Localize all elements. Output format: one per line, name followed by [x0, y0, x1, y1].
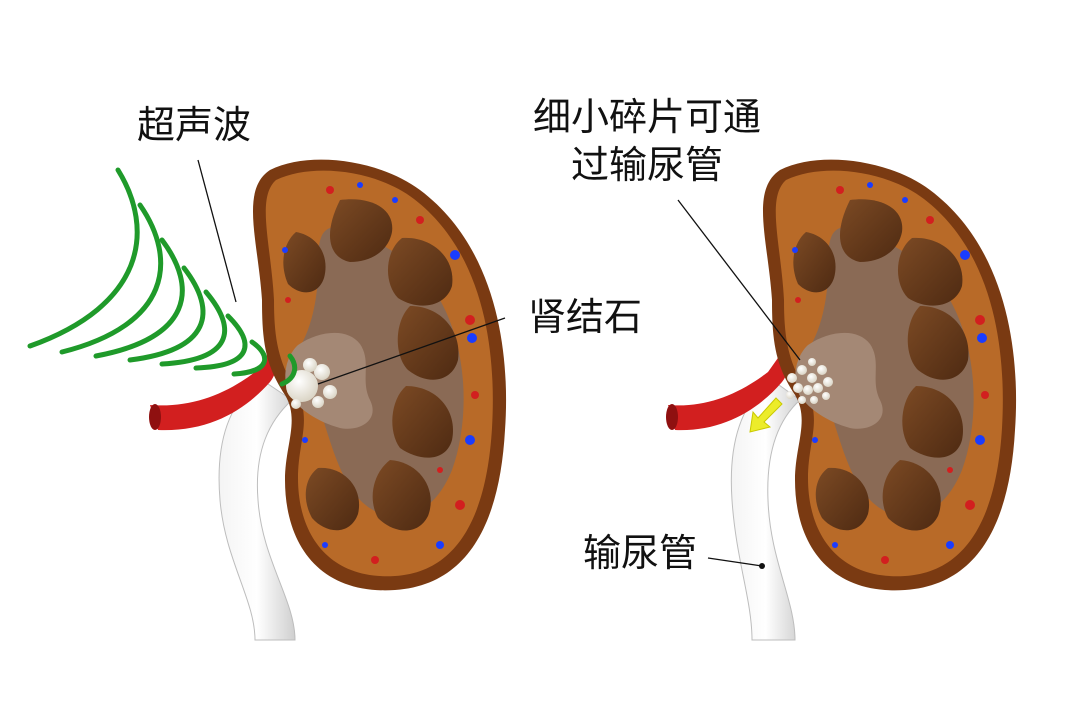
ultrasound-waves [27, 167, 298, 387]
label-kidney-stone: 肾结石 [528, 295, 642, 339]
leader-ultrasound [197, 159, 237, 303]
left-panel: 超声波 肾结石 [27, 103, 642, 641]
leader-ureter [707, 557, 763, 567]
label-fragments-line2: 过输尿管 [571, 143, 723, 187]
stone-fragments-right [786, 358, 833, 404]
renal-artery-right [668, 348, 789, 431]
renal-artery-left [150, 348, 277, 431]
kidney-right [762, 159, 1017, 591]
flow-arrow-icon [749, 397, 783, 433]
label-ureter: 输尿管 [583, 531, 697, 575]
label-fragments-line1: 细小碎片可通 [533, 95, 761, 139]
ureter-left [218, 379, 296, 641]
leader-fragments [677, 199, 801, 361]
right-panel: 细小碎片可通 过输尿管 输尿管 [533, 95, 1017, 641]
kidney-stone-left [286, 358, 337, 409]
ureter-right [730, 379, 801, 641]
leader-stone [317, 317, 506, 385]
label-ultrasound: 超声波 [137, 103, 251, 147]
